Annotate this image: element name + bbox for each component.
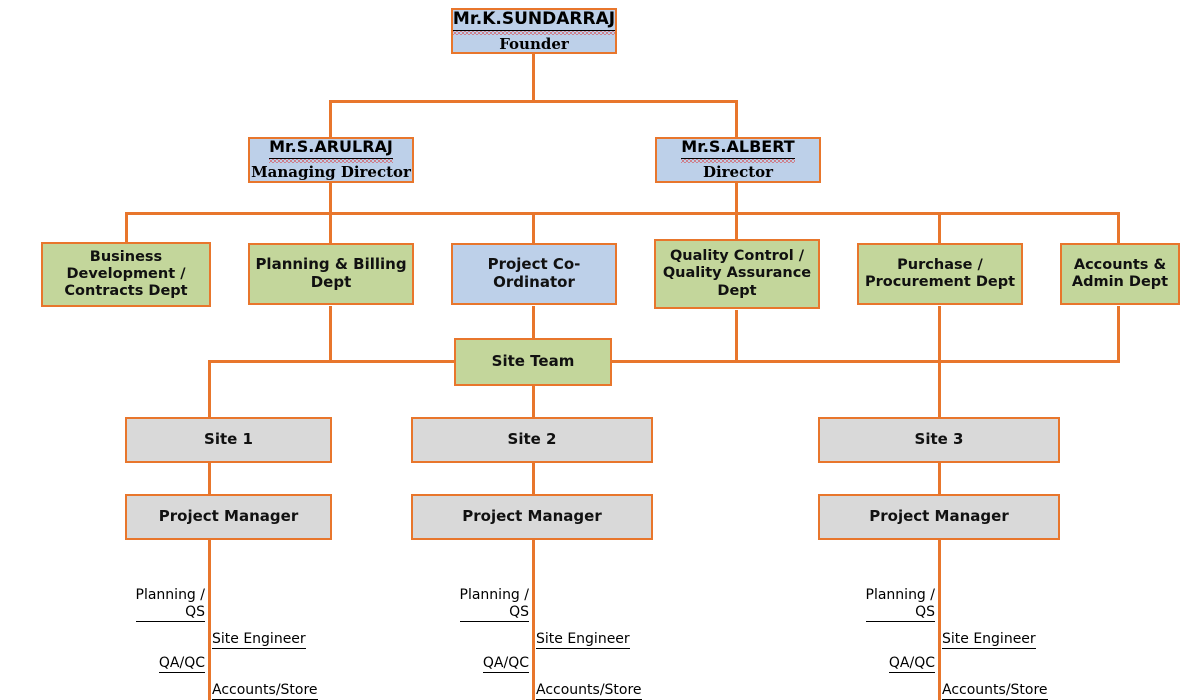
founder-name: Mr.K.SUNDARRAJ xyxy=(452,9,616,35)
site-1-role-planning-qs[interactable]: Planning / QS xyxy=(60,570,205,623)
connector-dept-drop-4 xyxy=(735,212,738,244)
connector-site3-spine xyxy=(938,462,941,700)
connector-planning-to-siteteam xyxy=(329,306,332,362)
node-director[interactable]: Mr.S.ALBERT Director xyxy=(655,137,821,183)
director-name: Mr.S.ALBERT xyxy=(681,137,796,163)
site-2-role-site-engineer[interactable]: Site Engineer xyxy=(536,614,696,650)
managing-director-title: Managing Director xyxy=(251,163,411,182)
site-3-role-planning-qs-label: Planning / QS xyxy=(865,587,935,623)
node-site-2[interactable]: Site 2 xyxy=(411,417,653,463)
dept-planning-billing-label: Planning & Billing Dept xyxy=(255,255,407,291)
connector-dept-drop-2 xyxy=(329,212,332,244)
site-3-role-qa-qc[interactable]: QA/QC xyxy=(790,638,935,674)
site-1-project-manager-label: Project Manager xyxy=(158,507,299,526)
director-title: Director xyxy=(702,163,774,182)
connector-dir-down-in xyxy=(735,100,738,138)
connector-siteteam-arm-right xyxy=(612,360,1120,363)
connector-founder-down xyxy=(532,52,535,102)
connector-accounts-to-siteteam xyxy=(1117,306,1120,362)
site-1-role-site-engineer-label: Site Engineer xyxy=(212,631,306,650)
site-2-label: Site 2 xyxy=(507,430,557,449)
dept-quality-control-label: Quality Control / Quality Assurance Dept xyxy=(662,248,812,299)
site-2-role-planning-qs[interactable]: Planning / QS xyxy=(384,570,529,623)
connector-qaqc-to-siteteam xyxy=(735,310,738,362)
site-3-label: Site 3 xyxy=(914,430,964,449)
site-2-role-planning-qs-label: Planning / QS xyxy=(459,587,529,623)
site-1-role-qa-qc[interactable]: QA/QC xyxy=(60,638,205,674)
site-1-label: Site 1 xyxy=(204,430,253,449)
connector-dept-drop-3 xyxy=(532,212,535,244)
node-dept-business-development[interactable]: Business Development / Contracts Dept xyxy=(41,242,211,307)
node-site-1[interactable]: Site 1 xyxy=(125,417,332,463)
site-1-role-site-engineer[interactable]: Site Engineer xyxy=(212,614,372,650)
connector-siteteam-to-site1 xyxy=(208,360,211,418)
site-1-role-planning-qs-label: Planning / QS xyxy=(135,587,205,623)
founder-title: Founder xyxy=(499,34,569,53)
site-team-label: Site Team xyxy=(491,352,575,371)
site-3-role-qa-qc-label: QA/QC xyxy=(888,655,935,674)
site-2-role-qa-qc-label: QA/QC xyxy=(482,655,529,674)
site-2-project-manager-label: Project Manager xyxy=(462,507,602,526)
dept-business-development-label: Business Development / Contracts Dept xyxy=(64,248,188,300)
node-site-1-project-manager[interactable]: Project Manager xyxy=(125,494,332,540)
connector-site2-spine xyxy=(532,462,535,700)
node-dept-purchase-procurement[interactable]: Purchase / Procurement Dept xyxy=(857,243,1023,305)
node-site-2-project-manager[interactable]: Project Manager xyxy=(411,494,653,540)
node-project-coordinator[interactable]: Project Co- Ordinator xyxy=(451,243,617,305)
connector-siteteam-to-site2 xyxy=(532,386,535,418)
node-managing-director[interactable]: Mr.S.ARULRAJ Managing Director xyxy=(248,137,414,183)
node-dept-planning-billing[interactable]: Planning & Billing Dept xyxy=(248,243,414,305)
site-3-role-site-engineer[interactable]: Site Engineer xyxy=(942,614,1102,650)
site-1-role-qa-qc-label: QA/QC xyxy=(158,655,205,674)
site-3-role-site-engineer-label: Site Engineer xyxy=(942,631,1036,650)
connector-department-bus xyxy=(125,212,1120,215)
connector-exec-bus xyxy=(329,100,736,103)
site-1-role-accounts-store[interactable]: Accounts/Store xyxy=(212,665,382,700)
site-2-role-accounts-store-label: Accounts/Store xyxy=(536,682,642,700)
connector-coordinator-to-siteteam xyxy=(532,306,535,338)
site-3-role-accounts-store[interactable]: Accounts/Store xyxy=(942,665,1112,700)
site-3-role-planning-qs[interactable]: Planning / QS xyxy=(790,570,935,623)
site-2-role-accounts-store[interactable]: Accounts/Store xyxy=(536,665,706,700)
site-1-role-accounts-store-label: Accounts/Store xyxy=(212,682,318,700)
site-3-role-accounts-store-label: Accounts/Store xyxy=(942,682,1048,700)
dept-accounts-admin-label: Accounts & Admin Dept xyxy=(1071,256,1169,290)
project-coordinator-label: Project Co- Ordinator xyxy=(487,255,581,291)
connector-siteteam-arm-left xyxy=(208,360,454,363)
connector-site1-spine xyxy=(208,462,211,700)
dept-purchase-procurement-label: Purchase / Procurement Dept xyxy=(864,256,1016,290)
site-3-project-manager-label: Project Manager xyxy=(869,507,1009,526)
node-founder[interactable]: Mr.K.SUNDARRAJ Founder xyxy=(451,8,617,54)
site-2-role-qa-qc[interactable]: QA/QC xyxy=(384,638,529,674)
connector-dept-drop-5 xyxy=(938,212,941,244)
connector-dept-drop-6 xyxy=(1117,212,1120,244)
node-site-3[interactable]: Site 3 xyxy=(818,417,1060,463)
node-site-team[interactable]: Site Team xyxy=(454,338,612,386)
site-2-role-site-engineer-label: Site Engineer xyxy=(536,631,630,650)
node-dept-accounts-admin[interactable]: Accounts & Admin Dept xyxy=(1060,243,1180,305)
connector-md-down-in xyxy=(329,100,332,138)
managing-director-name: Mr.S.ARULRAJ xyxy=(269,137,393,163)
connector-dept-drop-1 xyxy=(125,212,128,244)
node-dept-quality-control[interactable]: Quality Control / Quality Assurance Dept xyxy=(654,239,820,309)
node-site-3-project-manager[interactable]: Project Manager xyxy=(818,494,1060,540)
